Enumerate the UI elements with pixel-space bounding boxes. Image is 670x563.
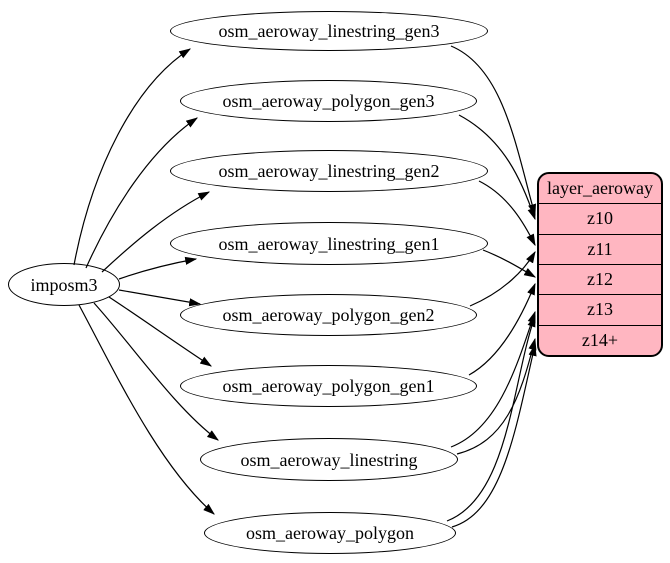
node-osm-aeroway-linestring: osm_aeroway_linestring: [200, 438, 458, 481]
node-layer-aeroway: layer_aeroway z10 z11 z12 z13 z14+: [537, 172, 663, 357]
node-imposm3-label: imposm3: [30, 274, 98, 295]
edge-linestring-to-z14plus: [456, 337, 537, 455]
layer-title: layer_aeroway: [547, 178, 653, 199]
node-osm-aeroway-polygon-gen2: osm_aeroway_polygon_gen2: [180, 294, 477, 336]
node-osm-aeroway-linestring-gen2: osm_aeroway_linestring_gen2: [170, 150, 488, 192]
table-label: osm_aeroway_linestring: [240, 449, 418, 470]
node-osm-aeroway-linestring-gen1: osm_aeroway_linestring_gen1: [170, 222, 488, 265]
node-osm-aeroway-polygon-gen1: osm_aeroway_polygon_gen1: [180, 365, 477, 407]
table-label: osm_aeroway_polygon_gen2: [222, 305, 435, 325]
table-label: osm_aeroway_linestring_gen2: [218, 161, 440, 181]
node-osm-aeroway-polygon: osm_aeroway_polygon: [204, 512, 456, 554]
table-label: osm_aeroway_linestring_gen1: [218, 233, 440, 254]
zoom-row-z14plus: z14+: [539, 324, 661, 355]
table-label: osm_aeroway_polygon_gen3: [222, 91, 435, 111]
edge-imposm3-to-polygon-gen2: [118, 289, 202, 307]
table-label: osm_aeroway_polygon: [246, 523, 414, 543]
edge-imposm3-to-linestring-gen3: [73, 48, 192, 266]
table-label: osm_aeroway_linestring_gen3: [218, 21, 440, 41]
zoom-row-z11: z11: [539, 233, 661, 264]
edge-imposm3-to-polygon: [78, 304, 215, 515]
zoom-row-z13: z13: [539, 294, 661, 324]
edge-linestring-gen1-to-z12: [482, 249, 537, 278]
edge-linestring-gen3-to-z10: [450, 45, 536, 217]
edge-polygon-gen1-to-z12: [468, 282, 536, 376]
edge-linestring-gen2-to-z11: [478, 180, 536, 247]
edge-polygon-to-z13: [446, 314, 536, 522]
edge-polygon-to-z14plus: [451, 343, 537, 528]
edge-imposm3-to-linestring-gen1: [118, 256, 198, 280]
node-osm-aeroway-polygon-gen3: osm_aeroway_polygon_gen3: [180, 80, 477, 122]
table-label: osm_aeroway_polygon_gen1: [222, 376, 435, 396]
zoom-row-z10: z10: [539, 203, 661, 233]
node-osm-aeroway-linestring-gen3: osm_aeroway_linestring_gen3: [170, 11, 488, 51]
zoom-row-z12: z12: [539, 263, 661, 294]
node-imposm3: imposm3: [8, 263, 120, 306]
edge-polygon-gen2-to-z11: [469, 250, 536, 307]
